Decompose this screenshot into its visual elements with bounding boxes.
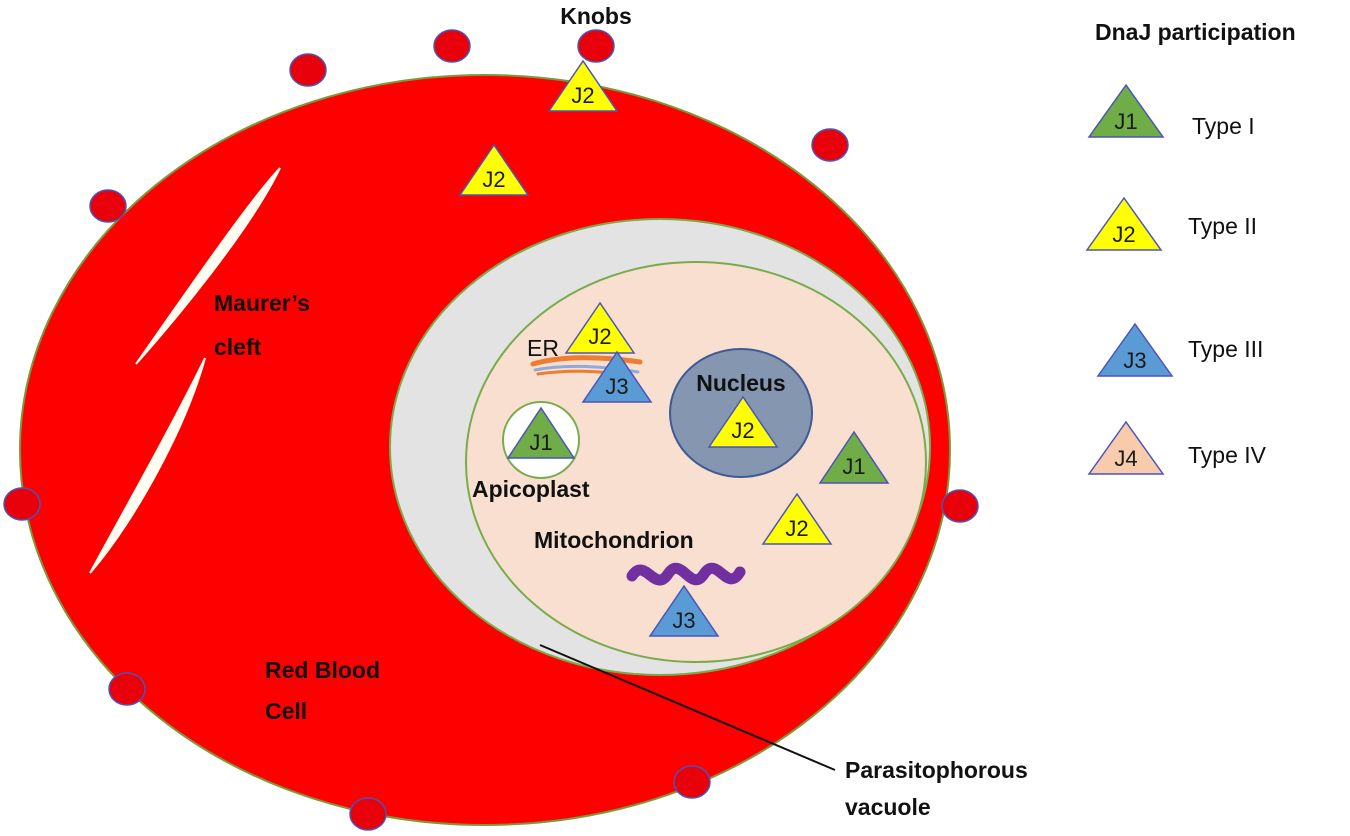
j2-knob-marker-text: J2 [571, 83, 594, 108]
legend: DnaJ participation J1 Type I J2 Type II … [1085, 19, 1296, 475]
legend-item-type-i: J1 Type I [1087, 83, 1255, 139]
legend-item-type-iii: J3 Type III [1096, 322, 1263, 377]
apicoplast-label: Apicoplast [472, 476, 590, 502]
knob [349, 797, 387, 831]
maurers-clefts [89, 167, 281, 574]
knob [433, 29, 471, 63]
j1-apicoplast-marker: J1 [506, 406, 576, 459]
legend-item-type-i-symbol: J1 [1114, 109, 1137, 134]
knob [811, 128, 849, 162]
legend-item-type-iv: J4 Type IV [1087, 420, 1267, 475]
legend-item-type-ii-symbol: J2 [1112, 222, 1135, 247]
j1-apicoplast-marker-text: J1 [529, 430, 552, 455]
knob [577, 29, 615, 63]
j2-er-marker: J2 [564, 301, 636, 354]
knob [941, 489, 979, 523]
j2-parasite-marker: J2 [761, 492, 833, 545]
red-blood-cell-label-line1: Red Blood [265, 657, 380, 683]
j1-parasite-marker: J1 [818, 430, 890, 484]
j3-mitochondrion-marker-text: J3 [672, 608, 695, 633]
legend-item-type-i-label: Type I [1192, 113, 1255, 139]
j2-nucleus-marker-text: J2 [731, 418, 754, 443]
legend-item-type-iii-symbol: J3 [1123, 348, 1146, 373]
parasitophorous-vacuole-label-line1: Parasitophorous [845, 757, 1028, 783]
knob [3, 487, 41, 521]
legend-item-type-ii-label: Type II [1188, 213, 1257, 239]
legend-item-type-iv-symbol: J4 [1114, 446, 1137, 471]
nucleus-label: Nucleus [696, 370, 785, 396]
legend-item-type-iii-label: Type III [1188, 336, 1263, 362]
j2-knob-marker: J2 [547, 59, 619, 112]
maurers-cleft-lower [89, 357, 206, 574]
red-blood-cell-label-line2: Cell [265, 698, 307, 724]
j2-cytoplasm-marker-text: J2 [482, 167, 505, 192]
j2-parasite-marker-text: J2 [785, 516, 808, 541]
j3-mitochondrion-marker: J3 [648, 584, 720, 637]
j3-er-marker-text: J3 [605, 374, 628, 399]
knob [673, 765, 711, 799]
vacuole-pointer-line [539, 644, 836, 771]
j2-cytoplasm-marker: J2 [458, 143, 530, 196]
knobs-label: Knobs [560, 3, 632, 29]
j3-er-marker: J3 [581, 350, 653, 403]
legend-item-type-ii: J2 Type II [1085, 196, 1257, 251]
knob [108, 672, 146, 706]
j2-er-marker-text: J2 [588, 324, 611, 349]
legend-item-type-iv-label: Type IV [1188, 442, 1267, 468]
maurers-cleft-upper [135, 167, 281, 365]
knob [289, 53, 327, 87]
knobs-group [3, 29, 979, 831]
mitochondrion [626, 562, 746, 586]
maurers-cleft-label-line2: cleft [214, 334, 262, 360]
knob [89, 189, 127, 223]
j1-parasite-marker-text: J1 [842, 454, 865, 479]
j2-nucleus-marker: J2 [707, 395, 779, 448]
maurers-cleft-label-line1: Maurer’s [214, 290, 310, 316]
mitochondrion-label: Mitochondrion [534, 527, 694, 553]
er-label: ER [527, 335, 559, 361]
parasitophorous-vacuole-label-line2: vacuole [845, 794, 931, 820]
legend-title: DnaJ participation [1095, 19, 1296, 45]
